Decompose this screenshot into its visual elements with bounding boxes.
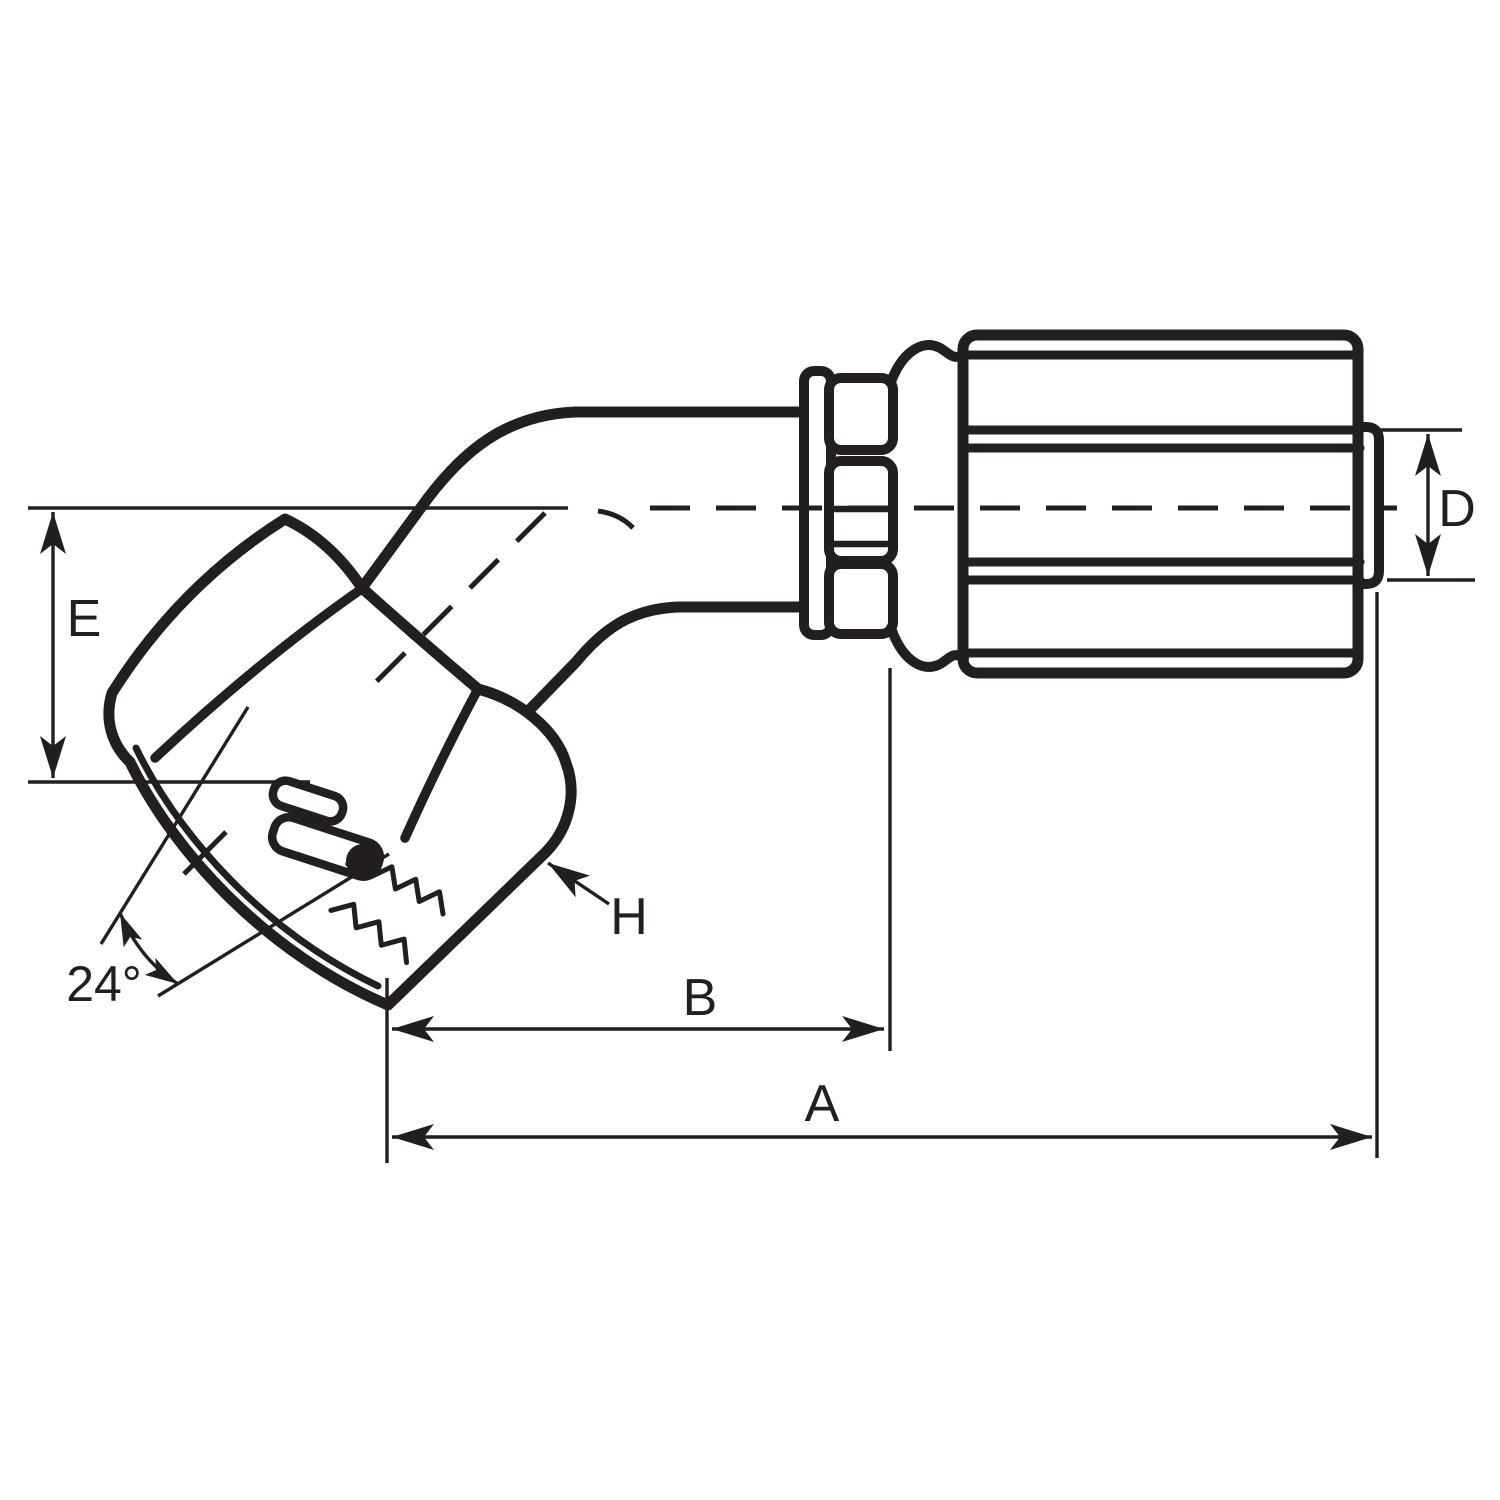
shell-bulge-bottom — [886, 623, 969, 672]
cone-line-upper — [99, 706, 250, 945]
nut-face-facet-small — [268, 776, 348, 826]
cone-angle-arc-arrow — [118, 912, 179, 986]
fitting-body — [103, 329, 1384, 1011]
dimension-label-cone-angle: 24° — [66, 956, 142, 1012]
centerlines — [182, 505, 1397, 876]
internal-thread-zigzag-2 — [328, 901, 409, 966]
dimension-labels: E D B A H 24° — [66, 480, 1476, 1133]
centerline-45deg-lower-dash — [182, 830, 228, 876]
centerline-45deg — [366, 511, 547, 692]
dimension-label-d: D — [1438, 480, 1476, 538]
swivel-nut-outline — [103, 513, 577, 1011]
leader-line-h — [547, 861, 610, 906]
dimension-label-e: E — [67, 590, 102, 648]
tube-outline-top — [356, 406, 812, 594]
internal-thread-zigzag-1 — [345, 851, 446, 917]
hex-flat-top — [824, 373, 898, 455]
centerline-bend-dash — [597, 508, 635, 530]
shell-bulge-top — [886, 340, 969, 387]
cone-line-lower — [157, 852, 390, 998]
hex-flat-bottom — [824, 559, 898, 639]
dimension-label-b: B — [683, 969, 718, 1027]
dimension-lines — [28, 428, 1475, 1163]
nut-flat-edge — [150, 585, 365, 763]
shell-outline — [957, 329, 1364, 679]
dimension-label-h: H — [610, 888, 648, 946]
tube-outline-bottom — [500, 601, 812, 740]
dimension-label-a: A — [805, 1075, 840, 1133]
nut-chamfer-edge — [400, 684, 483, 843]
